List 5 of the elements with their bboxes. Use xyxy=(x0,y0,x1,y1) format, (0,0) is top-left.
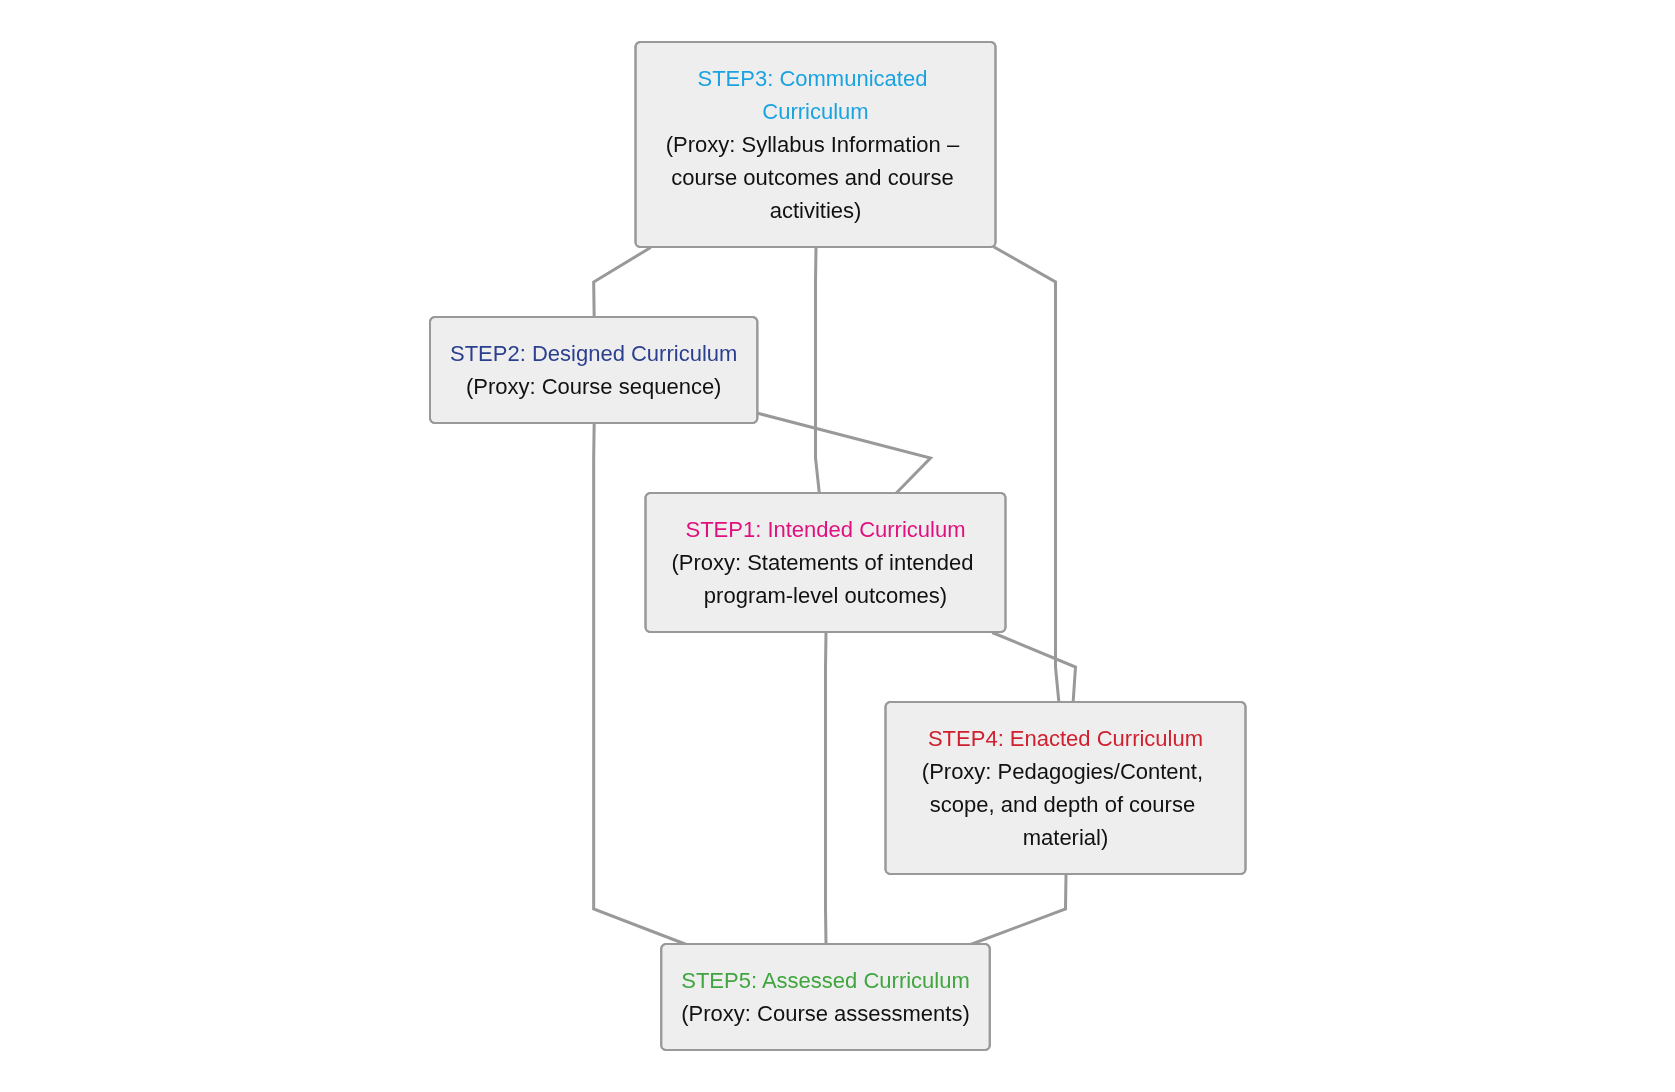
connector xyxy=(992,245,1061,703)
connector xyxy=(991,631,1077,703)
connector xyxy=(813,247,821,494)
connector xyxy=(823,632,828,945)
connector xyxy=(591,246,652,318)
